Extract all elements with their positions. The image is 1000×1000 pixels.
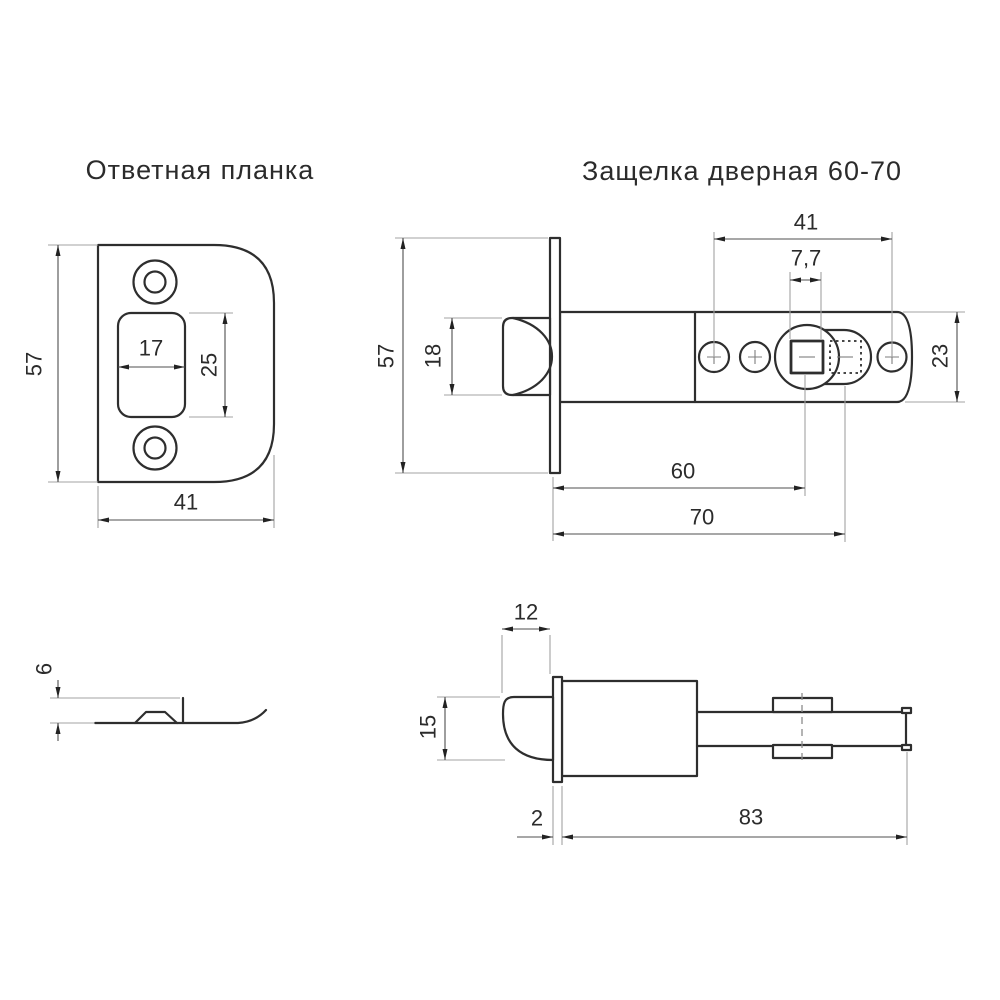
- dim-faceplate-height: 57: [374, 344, 399, 368]
- dim-backset-70: 70: [690, 505, 714, 530]
- dim-body-length: 83: [739, 805, 763, 830]
- latch-side-view: 12 15 2 83: [416, 600, 913, 845]
- tail-end-nub-bottom: [900, 743, 913, 752]
- dim-bolt-throw: 12: [514, 600, 538, 625]
- title-strike-plate: Ответная планка: [86, 155, 315, 185]
- dim-body-height: 23: [928, 344, 953, 368]
- latch-bolt-bevel-curve: [511, 316, 553, 397]
- dim-faceplate-thickness: 2: [531, 806, 543, 831]
- tail-end-nub-top: [900, 706, 913, 715]
- screw-hole-top-outer: [132, 259, 178, 305]
- dim-slot-height: 25: [197, 353, 222, 377]
- dim-backset-60: 60: [671, 459, 695, 484]
- latch-top-view: 57 18 41 7,7 23 60 70: [374, 210, 965, 542]
- spindle-square-alt-dashed: [829, 340, 862, 374]
- title-latch: Защелка дверная 60-70: [582, 156, 902, 186]
- dim-hole-span: 41: [794, 210, 818, 235]
- dim-slot-width: 17: [139, 336, 163, 361]
- strike-side-profile: [93, 708, 268, 725]
- strike-plate-side-view: 6: [32, 663, 268, 741]
- dim-flange-height: 6: [32, 663, 57, 675]
- latch-bolt-front: [501, 316, 552, 397]
- dim-strike-height: 57: [22, 352, 47, 376]
- screw-hole-bottom-outer: [132, 425, 178, 471]
- latch-bolt-side: [501, 695, 555, 762]
- screw-hole-bottom-inner: [143, 436, 167, 460]
- strike-side-dimple: [133, 710, 179, 725]
- screw-hole-top-inner: [143, 270, 167, 294]
- dim-bolt-height: 18: [421, 344, 446, 368]
- dim-strike-width: 41: [174, 490, 198, 515]
- center-mark: [748, 350, 762, 364]
- dim-spindle-square: 7,7: [791, 246, 822, 271]
- dim-bolt-side-height: 15: [416, 715, 441, 739]
- strike-plate-front-view: 57 41 17 25: [22, 243, 276, 528]
- faceplate-side: [551, 675, 564, 784]
- latch-side-body: [560, 679, 699, 778]
